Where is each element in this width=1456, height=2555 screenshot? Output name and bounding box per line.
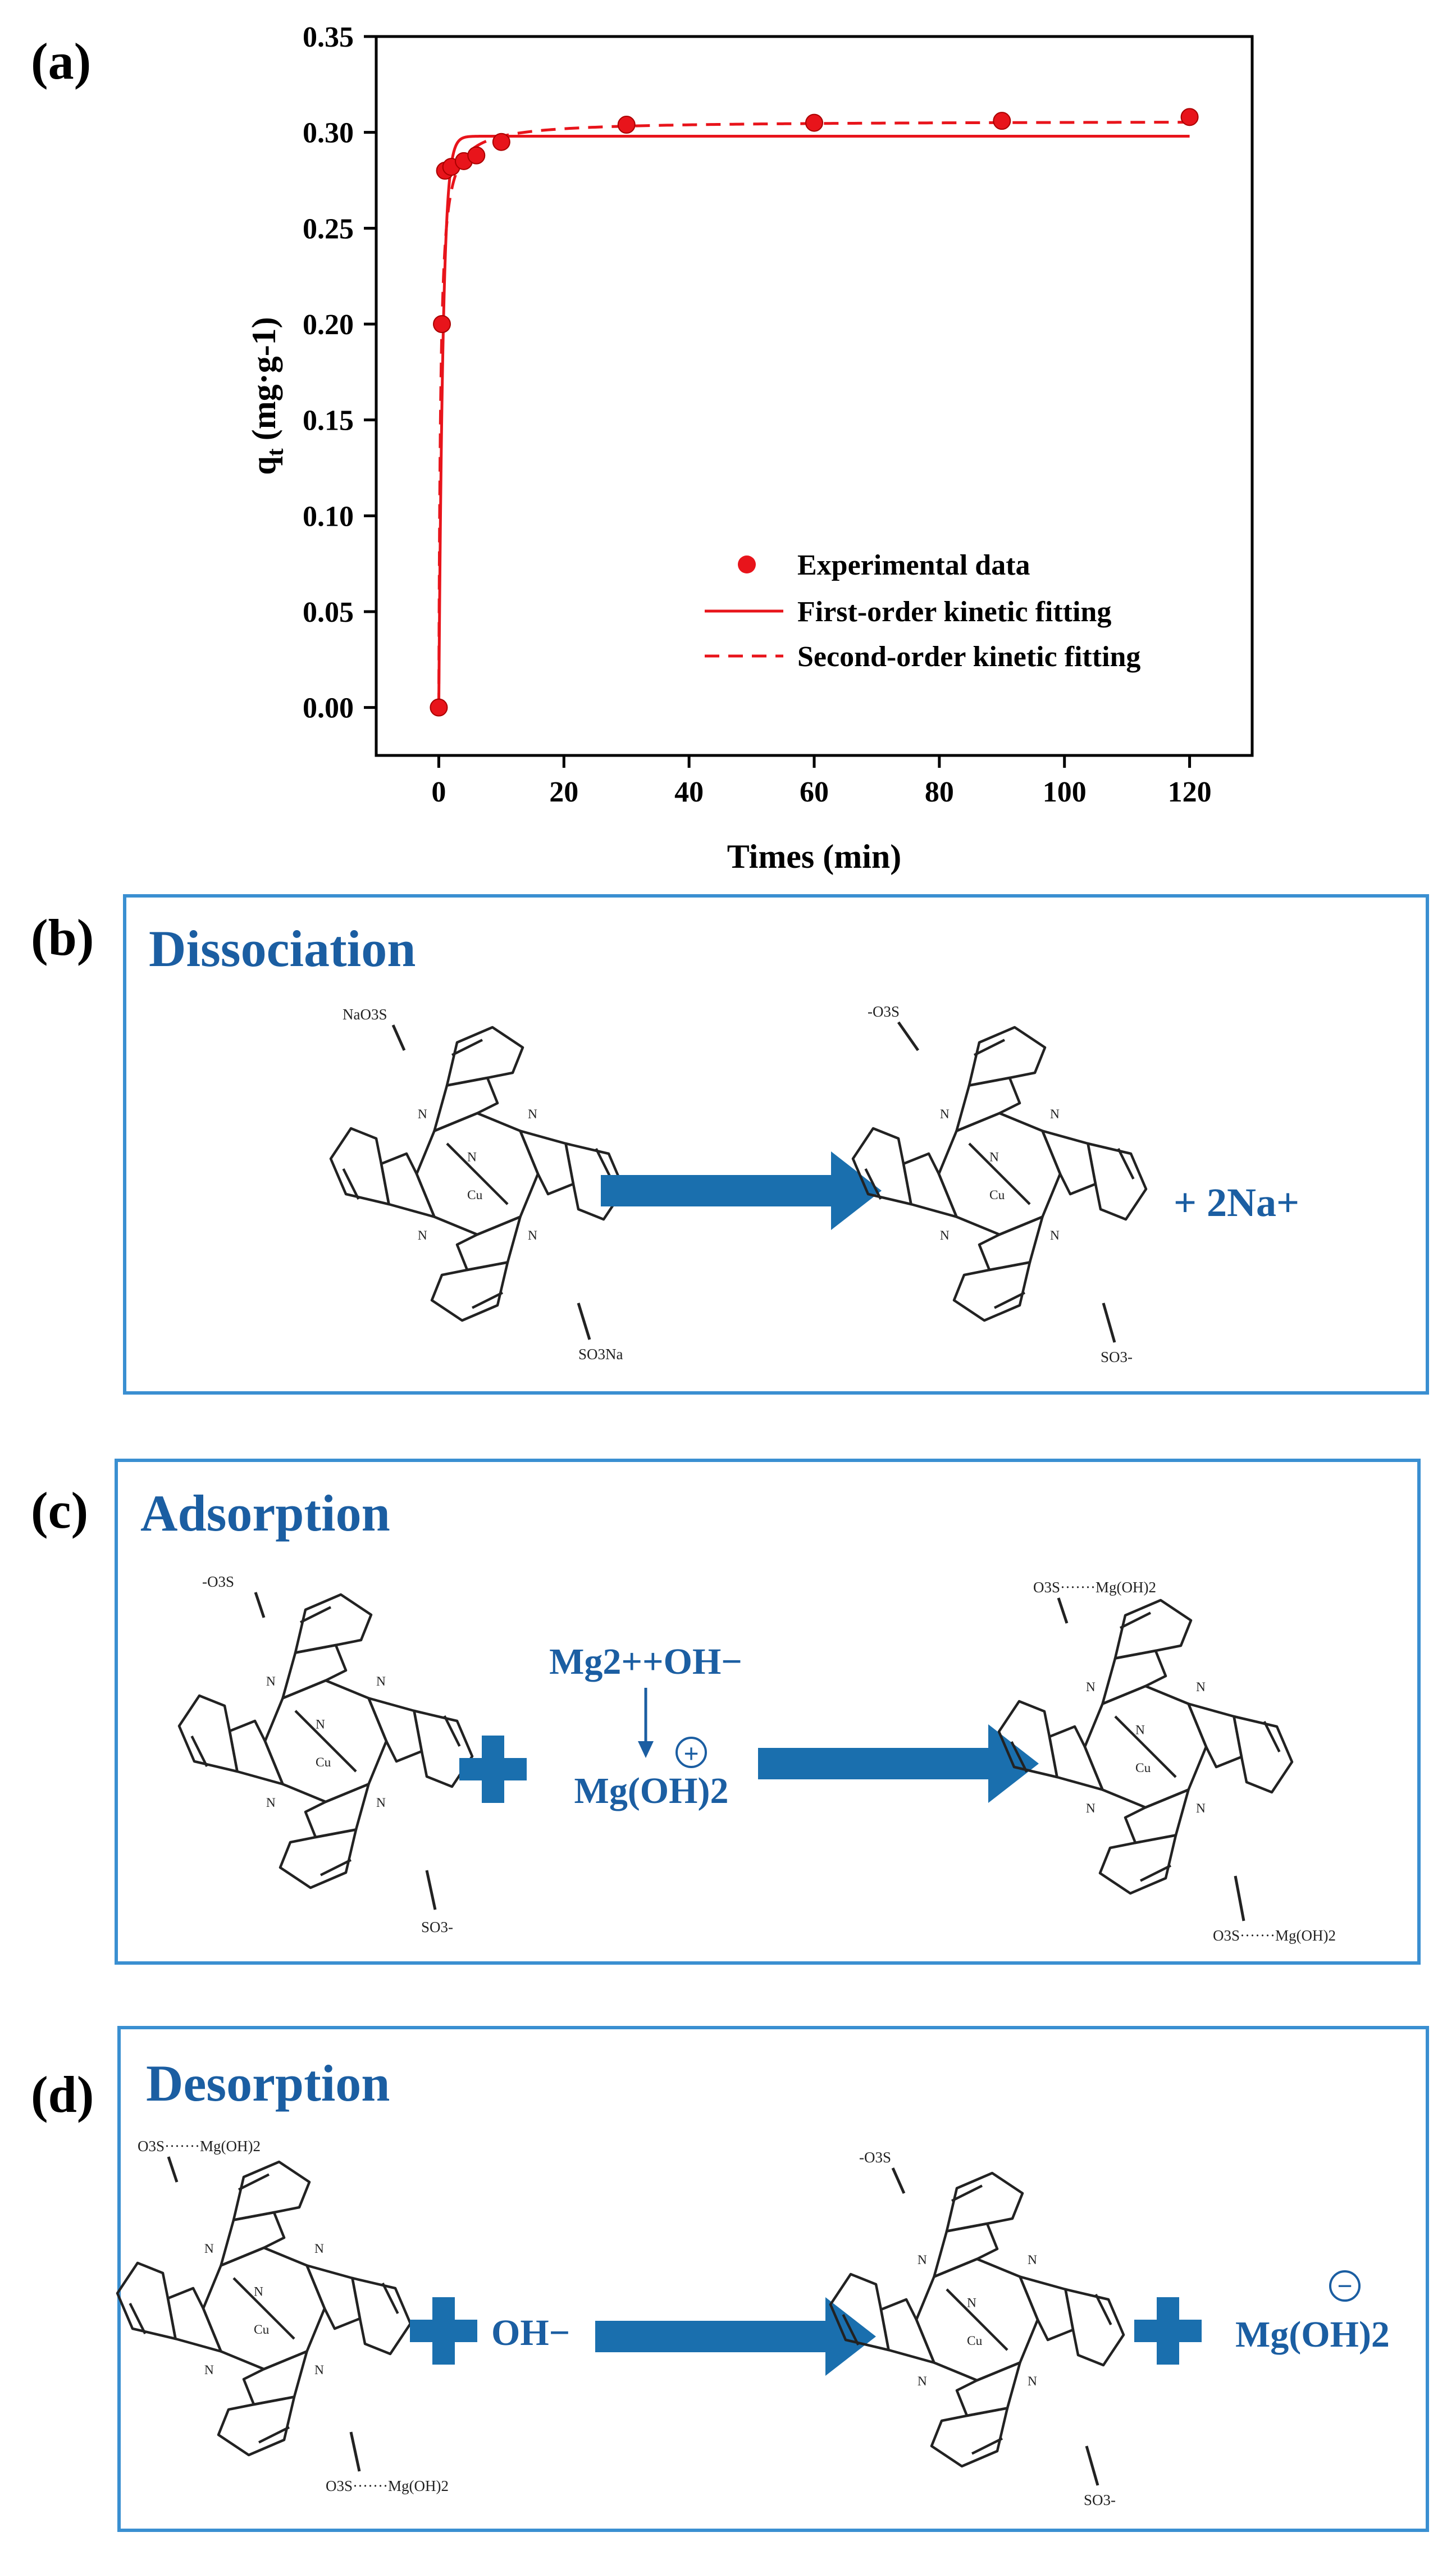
product-molecule (830, 2173, 1124, 2466)
y-tick-label: 0.25 (303, 213, 354, 245)
magnesium-hydroxide-reagent: Mg2++OH− (549, 1641, 742, 1682)
product-molecule (999, 1600, 1292, 1893)
panel-d-box: Desorption O3S·······Mg(OH)2 O3S·······M… (117, 2026, 1429, 2532)
data-point (467, 146, 486, 165)
data-point (430, 698, 448, 717)
y-axis-label: qt(mg·g-1) (245, 317, 289, 475)
legend: Experimental data First-order kinetic fi… (705, 549, 1140, 673)
y-tick-label: 0.05 (303, 596, 354, 628)
reactant-substituent-top: NaO3S (343, 1006, 387, 1023)
magnesium-hydroxide-product: Mg(OH)2 (574, 1770, 729, 1811)
magnesium-hydroxide-product: Mg(OH)2 (1235, 2314, 1390, 2355)
y-tick-label: 0.35 (303, 21, 354, 53)
plus-icon (410, 2297, 477, 2365)
legend-marker-points (738, 555, 756, 573)
x-tick-label: 120 (1168, 776, 1212, 808)
y-tick-label: 0.15 (303, 405, 354, 437)
panel-c-box: Adsorption -O3S SO3- Mg2++OH− Mg(OH)2 + … (115, 1459, 1421, 1965)
panel-b-letter: (b) (31, 909, 94, 966)
negative-charge-label: − (1337, 2271, 1352, 2301)
x-tick-label: 20 (549, 776, 578, 808)
positive-charge-icon (675, 1737, 707, 1768)
x-axis-label: Times (min) (727, 838, 902, 875)
product-molecule (853, 1027, 1146, 1320)
desorption-arrow (595, 2297, 876, 2376)
legend-label-second-order: Second-order kinetic fitting (797, 641, 1140, 673)
legend-label-first-order: First-order kinetic fitting (797, 596, 1111, 628)
data-point (433, 315, 451, 333)
product-substituent-bottom: SO3- (1101, 1349, 1133, 1365)
reactant-substituent-top: -O3S (202, 1573, 234, 1590)
legend-label-experimental: Experimental data (797, 549, 1030, 581)
data-point (993, 112, 1011, 130)
reactant-substituent-top: O3S·······Mg(OH)2 (138, 2138, 261, 2155)
y-axis: 0.00 0.05 0.10 0.15 0.20 0.25 0.30 0.35 (303, 21, 376, 725)
plus-icon (459, 1736, 527, 1803)
data-point (617, 116, 636, 134)
reactant-molecule (331, 1027, 624, 1320)
panel-b-box: Dissociation NaO3S SO3Na -O3S SO3- + 2Na… (123, 894, 1429, 1395)
panel-b-title: Dissociation (149, 920, 416, 977)
y-tick-label: 0.00 (303, 693, 354, 725)
x-tick-label: 100 (1043, 776, 1087, 808)
x-axis: 0 20 40 60 80 100 120 (431, 755, 1212, 808)
y-tick-label: 0.10 (303, 500, 354, 532)
x-tick-label: 0 (431, 776, 446, 808)
data-point (805, 113, 823, 132)
reactant-molecule (179, 1595, 472, 1888)
hydroxide-reagent: OH− (491, 2312, 570, 2353)
first-order-fit-line (437, 134, 1190, 708)
reactant-molecule (117, 2162, 410, 2455)
panel-c-letter: (c) (31, 1482, 88, 1539)
data-point (1180, 108, 1199, 126)
dissociation-arrow (601, 1151, 882, 1230)
product-substituent-top: -O3S (859, 2149, 891, 2166)
x-tick-label: 60 (800, 776, 829, 808)
y-tick-label: 0.30 (303, 117, 354, 149)
product-substituent-bottom: O3S·······Mg(OH)2 (1213, 1927, 1336, 1944)
y-tick-label: 0.20 (303, 309, 354, 341)
panel-d-title: Desorption (146, 2055, 390, 2112)
data-point (492, 133, 510, 151)
negative-charge-icon (1329, 2270, 1361, 2302)
reactant-substituent-bottom: SO3Na (578, 1346, 623, 1363)
panel-c-title: Adsorption (140, 1484, 390, 1542)
product-substituent-top: -O3S (868, 1003, 900, 1020)
positive-charge-label: + (683, 1739, 699, 1769)
experimental-points (430, 108, 1199, 717)
adsorption-arrow (758, 1724, 1039, 1803)
product-substituent-bottom: SO3- (1084, 2492, 1116, 2508)
reactant-substituent-bottom: SO3- (421, 1919, 453, 1935)
plus-icon (1134, 2297, 1202, 2365)
panel-d-letter: (d) (31, 2066, 94, 2123)
product-substituent-top: O3S·······Mg(OH)2 (1033, 1579, 1156, 1596)
x-tick-label: 80 (925, 776, 954, 808)
reagent-arrow-head (638, 1741, 654, 1758)
panel-a-letter: (a) (31, 33, 91, 90)
x-tick-label: 40 (674, 776, 704, 808)
reactant-substituent-bottom: O3S·······Mg(OH)2 (326, 2477, 449, 2494)
svg-text:qt(mg·g-1): qt(mg·g-1) (245, 317, 289, 475)
sodium-ion-label: + 2Na+ (1174, 1180, 1299, 1225)
kinetic-chart: 0 20 40 60 80 100 120 0.00 0.05 0.10 0.15 0.20 0.25… (245, 21, 1254, 875)
